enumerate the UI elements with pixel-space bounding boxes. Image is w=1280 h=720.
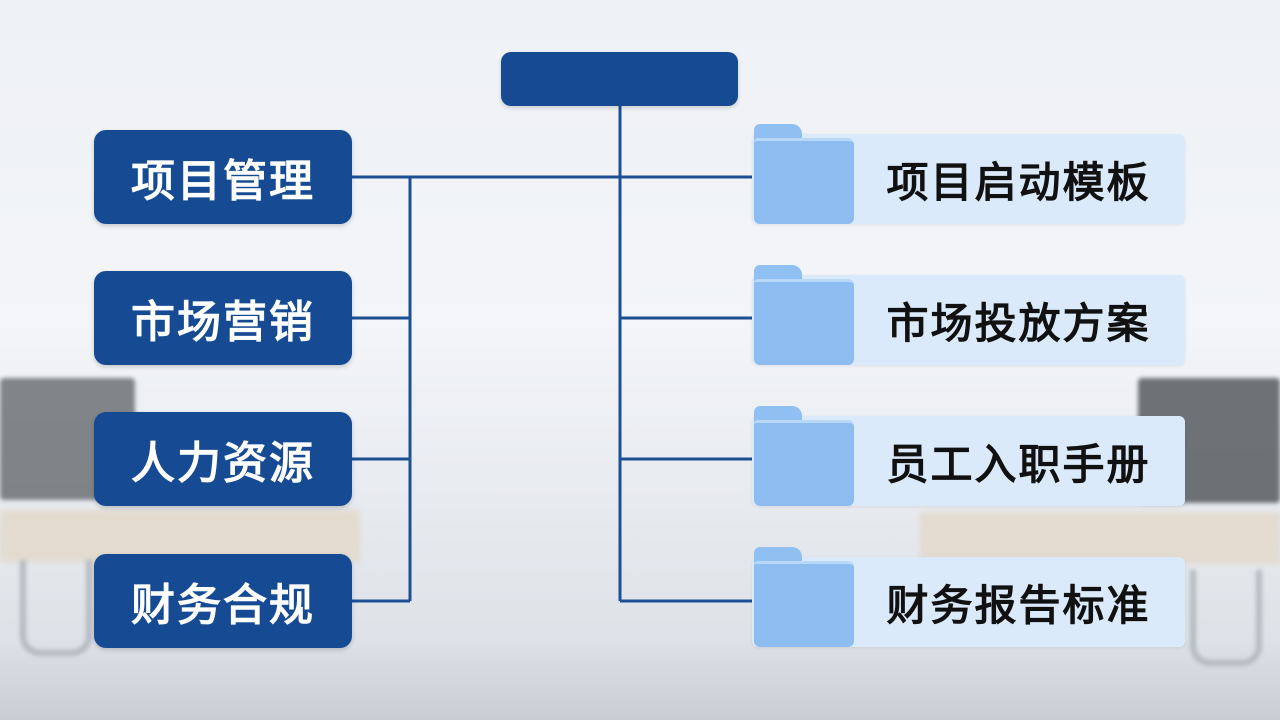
folder-icon: [752, 265, 856, 365]
document-label: 财务报告标准: [886, 580, 1151, 630]
document-label: 员工入职手册: [886, 439, 1151, 489]
category-node[interactable]: 市场营销: [94, 271, 352, 365]
folder-icon: [752, 547, 856, 647]
background-desk-right: [920, 512, 1280, 564]
category-label: 财务合规: [131, 580, 315, 631]
category-node[interactable]: 人力资源: [94, 412, 352, 506]
background-floor: [0, 640, 1280, 720]
folder-icon: [752, 406, 856, 506]
folder-icon: [752, 124, 856, 224]
root-node[interactable]: [501, 52, 738, 106]
category-label: 市场营销: [131, 297, 315, 348]
category-node[interactable]: 项目管理: [94, 130, 352, 224]
document-label: 市场投放方案: [886, 298, 1151, 348]
category-label: 项目管理: [131, 156, 315, 207]
background-desk-left: [0, 510, 360, 562]
document-label: 项目启动模板: [886, 157, 1151, 207]
document-node[interactable]: 项目启动模板: [752, 124, 1185, 224]
category-label: 人力资源: [131, 438, 315, 489]
document-node[interactable]: 财务报告标准: [752, 547, 1185, 647]
document-node[interactable]: 市场投放方案: [752, 265, 1185, 365]
category-node[interactable]: 财务合规: [94, 554, 352, 648]
document-node[interactable]: 员工入职手册: [752, 406, 1185, 506]
